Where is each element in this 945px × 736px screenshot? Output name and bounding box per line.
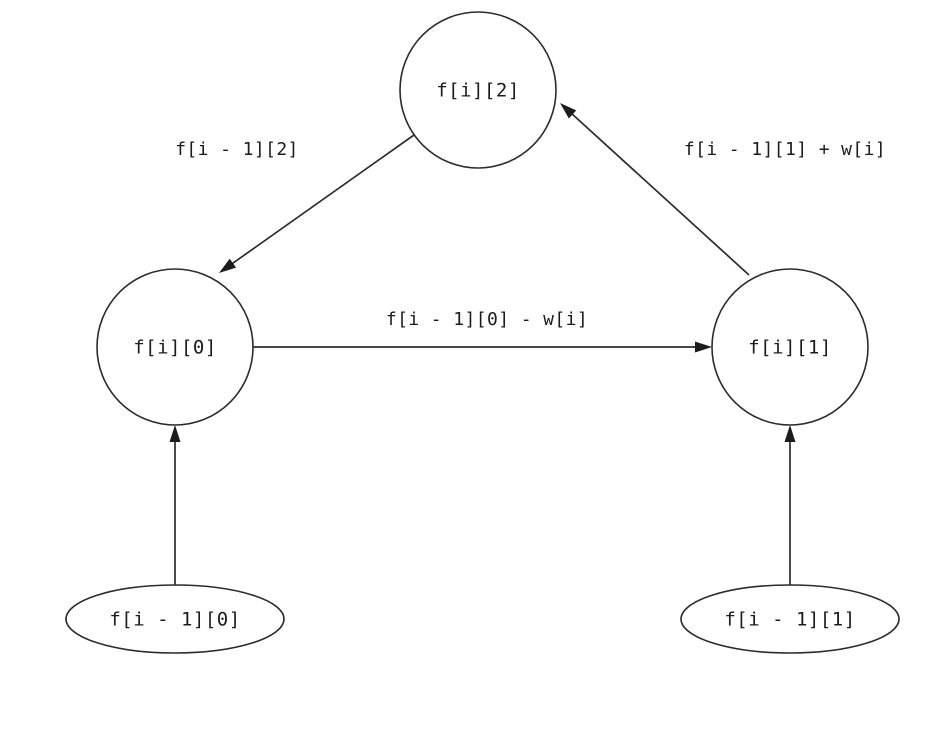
edge-line xyxy=(566,108,750,276)
arrowhead-icon xyxy=(784,425,796,442)
node-group: f[i][2] f[i][0] f[i][1] f[i - 1][0] f[i … xyxy=(65,11,900,654)
node-fi2[interactable]: f[i][2] xyxy=(399,11,557,169)
node-fi0[interactable]: f[i][0] xyxy=(96,268,254,426)
node-fprev0[interactable]: f[i - 1][0] xyxy=(65,584,285,654)
edge-fprev0-to-fi0[interactable] xyxy=(169,425,181,585)
node-shape-circle xyxy=(711,268,869,426)
edge-fi1-to-fi2[interactable] xyxy=(560,103,750,276)
node-shape-ellipse xyxy=(680,584,900,654)
edge-label-group: f[i - 1][2] f[i - 1][1] + w[i] f[i - 1][… xyxy=(175,139,886,330)
edge-fprev1-to-fi1[interactable] xyxy=(784,425,796,585)
node-fprev1[interactable]: f[i - 1][1] xyxy=(680,584,900,654)
edge-group xyxy=(169,103,796,585)
edge-label-fi2-to-fi0: f[i - 1][2] xyxy=(175,139,299,160)
arrowhead-icon xyxy=(219,258,237,273)
node-shape-circle xyxy=(399,11,557,169)
arrowhead-icon xyxy=(695,341,712,353)
node-label: f[i][1] xyxy=(748,337,832,359)
edge-label-fi0-to-fi1: f[i - 1][0] - w[i] xyxy=(386,309,588,330)
node-label: f[i][0] xyxy=(133,337,217,359)
edge-fi2-to-fi0[interactable] xyxy=(219,134,415,273)
node-label: f[i - 1][0] xyxy=(109,609,240,631)
edge-label-fi1-to-fi2: f[i - 1][1] + w[i] xyxy=(684,139,886,160)
node-label: f[i][2] xyxy=(436,80,520,102)
arrowhead-icon xyxy=(560,103,577,119)
node-label: f[i - 1][1] xyxy=(724,609,855,631)
arrowhead-icon xyxy=(169,425,181,442)
edge-fi0-to-fi1[interactable] xyxy=(253,341,712,353)
node-shape-ellipse xyxy=(65,584,285,654)
edge-line xyxy=(226,134,415,269)
node-shape-circle xyxy=(96,268,254,426)
node-fi1[interactable]: f[i][1] xyxy=(711,268,869,426)
